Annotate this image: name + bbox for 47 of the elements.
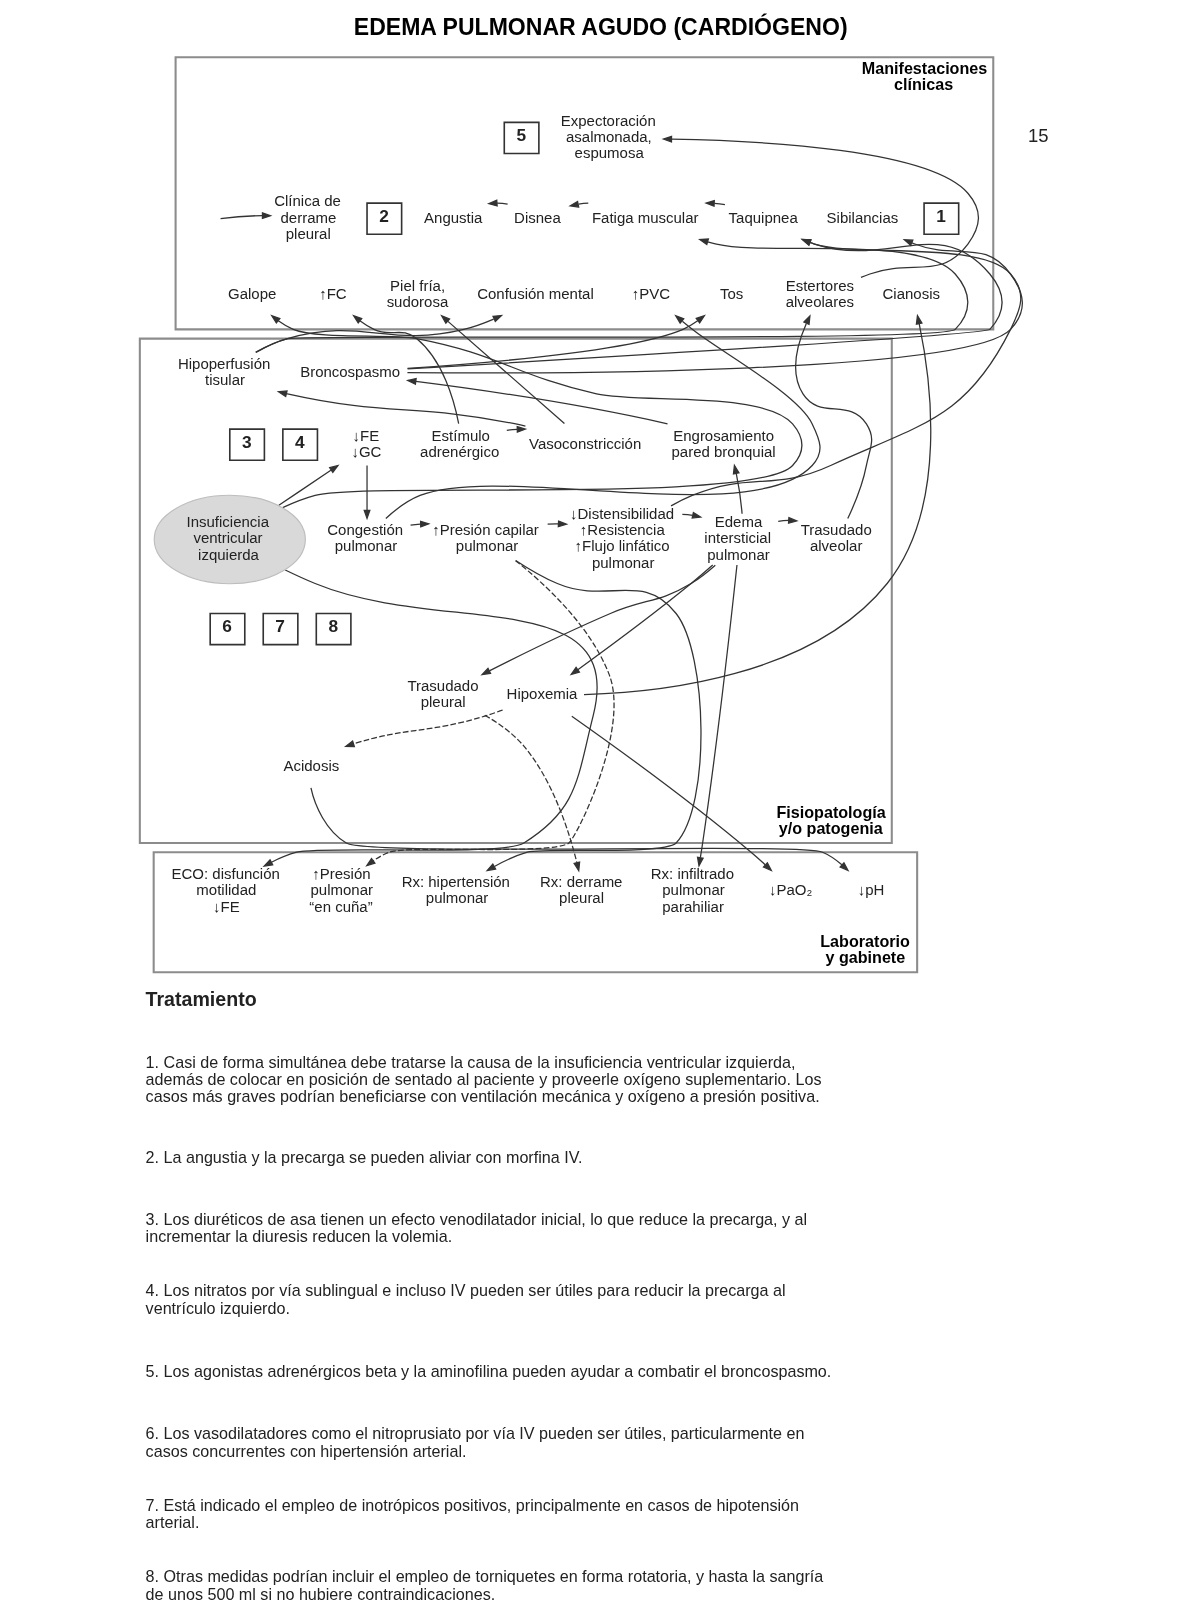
label: 1. Casi de forma simultánea debe tratarse la causa de la insuficiencia ventricular izquierda, además de colocar en posición de sentado al paciente y proveerle oxígeno suplementario. Los casos más graves podrían beneficiarse con ventilación mecánica y oxígeno a presión positiva. (145, 1052, 822, 1106)
node-text: ↑Presión pulmonar “en cuña” (309, 865, 374, 915)
node-text: Estímulo adrenérgico (420, 426, 500, 460)
node-text: Rx: hipertensión pulmonar (401, 873, 510, 907)
node-text: Fatiga muscular (591, 208, 699, 226)
node-text: Expectoración asalmonada, espumosa (560, 111, 656, 161)
node-text: Clínica de derrame pleural (274, 192, 341, 242)
node-text: Piel fría, sudorosa (386, 276, 449, 310)
node-text: Cianosis (882, 284, 941, 302)
node-text: Tos (719, 284, 744, 302)
node-text: ↓FE ↓GC (351, 426, 382, 460)
node-text: Hipoxemia (506, 685, 578, 703)
label: 6. Los vasodilatadores como el nitroprusiato por vía IV pueden ser útiles, particularmente en casos concurrentes con hipertensión arterial. (145, 1424, 805, 1460)
label: 7. Está indicado el empleo de inotrópicos positivos, principalmente en casos de hipotensión arterial. (145, 1495, 800, 1532)
node-text: Hipoperfusión tisular (177, 355, 271, 389)
node-text: Edema intersticial pulmonar (704, 513, 771, 563)
label: 15 (1027, 125, 1049, 147)
label: 4. Los nitratos por vía sublingual e incluso IV pueden ser útiles para reducir la precarga al ventrículo izquierdo. (145, 1281, 786, 1317)
label: Tratamiento (145, 988, 257, 1011)
node-text: ↓pH (857, 881, 885, 899)
diagram-title: EDEMA PULMONAR AGUDO (CARDIÓGENO) (353, 14, 848, 41)
node-text: Acidosis (283, 756, 340, 774)
node-text: Broncospasmo (300, 363, 401, 381)
label: 2. La angustia y la precarga se pueden aliviar con morfina IV. (145, 1147, 583, 1166)
node-text: Taquipnea (728, 208, 798, 226)
node-text: Galope (228, 284, 277, 302)
node-text: ↓Distensibilidad ↑Resistencia ↑Flujo linfático pulmonar (570, 505, 675, 571)
node-text: Rx: derrame pleural (540, 873, 623, 907)
node-text: Disnea (514, 208, 561, 226)
node-text: ↑PVC (631, 284, 671, 302)
node-text: Engrosamiento pared bronquial (671, 426, 776, 460)
node-text: Rx: infiltrado pulmonar parahiliar (650, 865, 735, 915)
node-text: Trasudado alveolar (800, 521, 872, 555)
node-text: Confusión mental (477, 284, 594, 302)
label: 3. Los diuréticos de asa tienen un efecto venodilatador inicial, lo que reduce la precarga, y al incrementar la diuresis reducen la volemia. (145, 1209, 808, 1246)
node-text: ↑FC (319, 284, 347, 302)
node-text: ↑Presión capilar pulmonar (432, 521, 539, 555)
node-text: ECO: disfunción motilidad ↓FE (171, 865, 280, 915)
node-text: Sibilancias (826, 208, 899, 226)
node-text: ↓PaO₂ (768, 881, 813, 899)
node-text: Estertores alveolares (785, 276, 854, 310)
label: 5. Los agonistas adrenérgicos beta y la aminofilina pueden ayudar a combatir el broncospasmo. (145, 1362, 832, 1381)
node-text: Trasudado pleural (407, 677, 479, 711)
label: 8. Otras medidas podrían incluir el empleo de torniquetes en forma rotatoria, y hasta la sangría de unos 500 ml si no hubiere contraindicaciones. (145, 1567, 824, 1603)
node-text: Angustia (424, 208, 483, 226)
node-text: Vasoconstricción (529, 434, 642, 452)
node-text: Congestión pulmonar (327, 521, 404, 555)
